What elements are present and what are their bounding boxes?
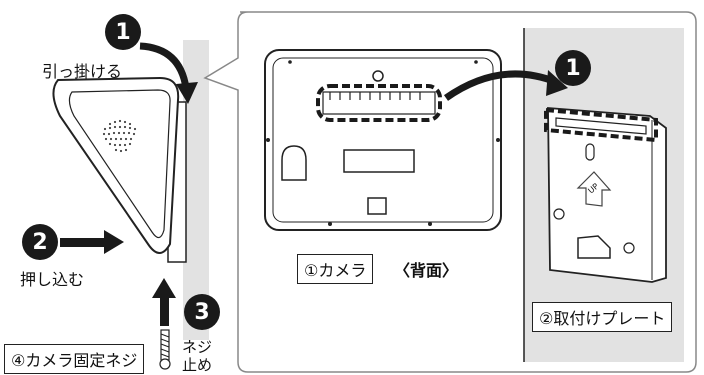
- step1-badge-left: 1: [105, 14, 141, 50]
- hook-arrow: [139, 42, 190, 89]
- push-arrowhead: [104, 230, 124, 254]
- transfer-arrowhead: [546, 70, 568, 96]
- screw-label-line2: 止め: [182, 356, 213, 374]
- camera-back: [264, 49, 502, 231]
- mounting-plate: [544, 107, 667, 283]
- screw-label-line1: ネジ: [182, 338, 213, 356]
- hook-arrowhead: [176, 82, 198, 104]
- back-label: 〈背面〉: [394, 261, 459, 280]
- step2-badge: 2: [22, 224, 58, 260]
- transfer-arrow: [443, 70, 558, 101]
- screw-arrowhead: [152, 278, 176, 298]
- screw-arrow-shaft: [160, 296, 169, 326]
- hook-label: 引っ掛ける: [42, 62, 123, 81]
- push-in-label: 押し込む: [20, 270, 85, 289]
- camera-inner-outline: [68, 89, 171, 239]
- screw: [159, 329, 171, 370]
- camera-side-body: [52, 76, 180, 254]
- speaker-grille: [102, 119, 137, 153]
- step3-badge: 3: [184, 294, 220, 330]
- plate-label: ②取付けプレート: [532, 302, 673, 332]
- fix-screw-label: ④カメラ固定ネジ: [4, 344, 145, 374]
- push-arrow-shaft: [60, 238, 106, 247]
- camera-label: ①カメラ: [297, 254, 374, 284]
- step1-badge-right: 1: [555, 50, 591, 86]
